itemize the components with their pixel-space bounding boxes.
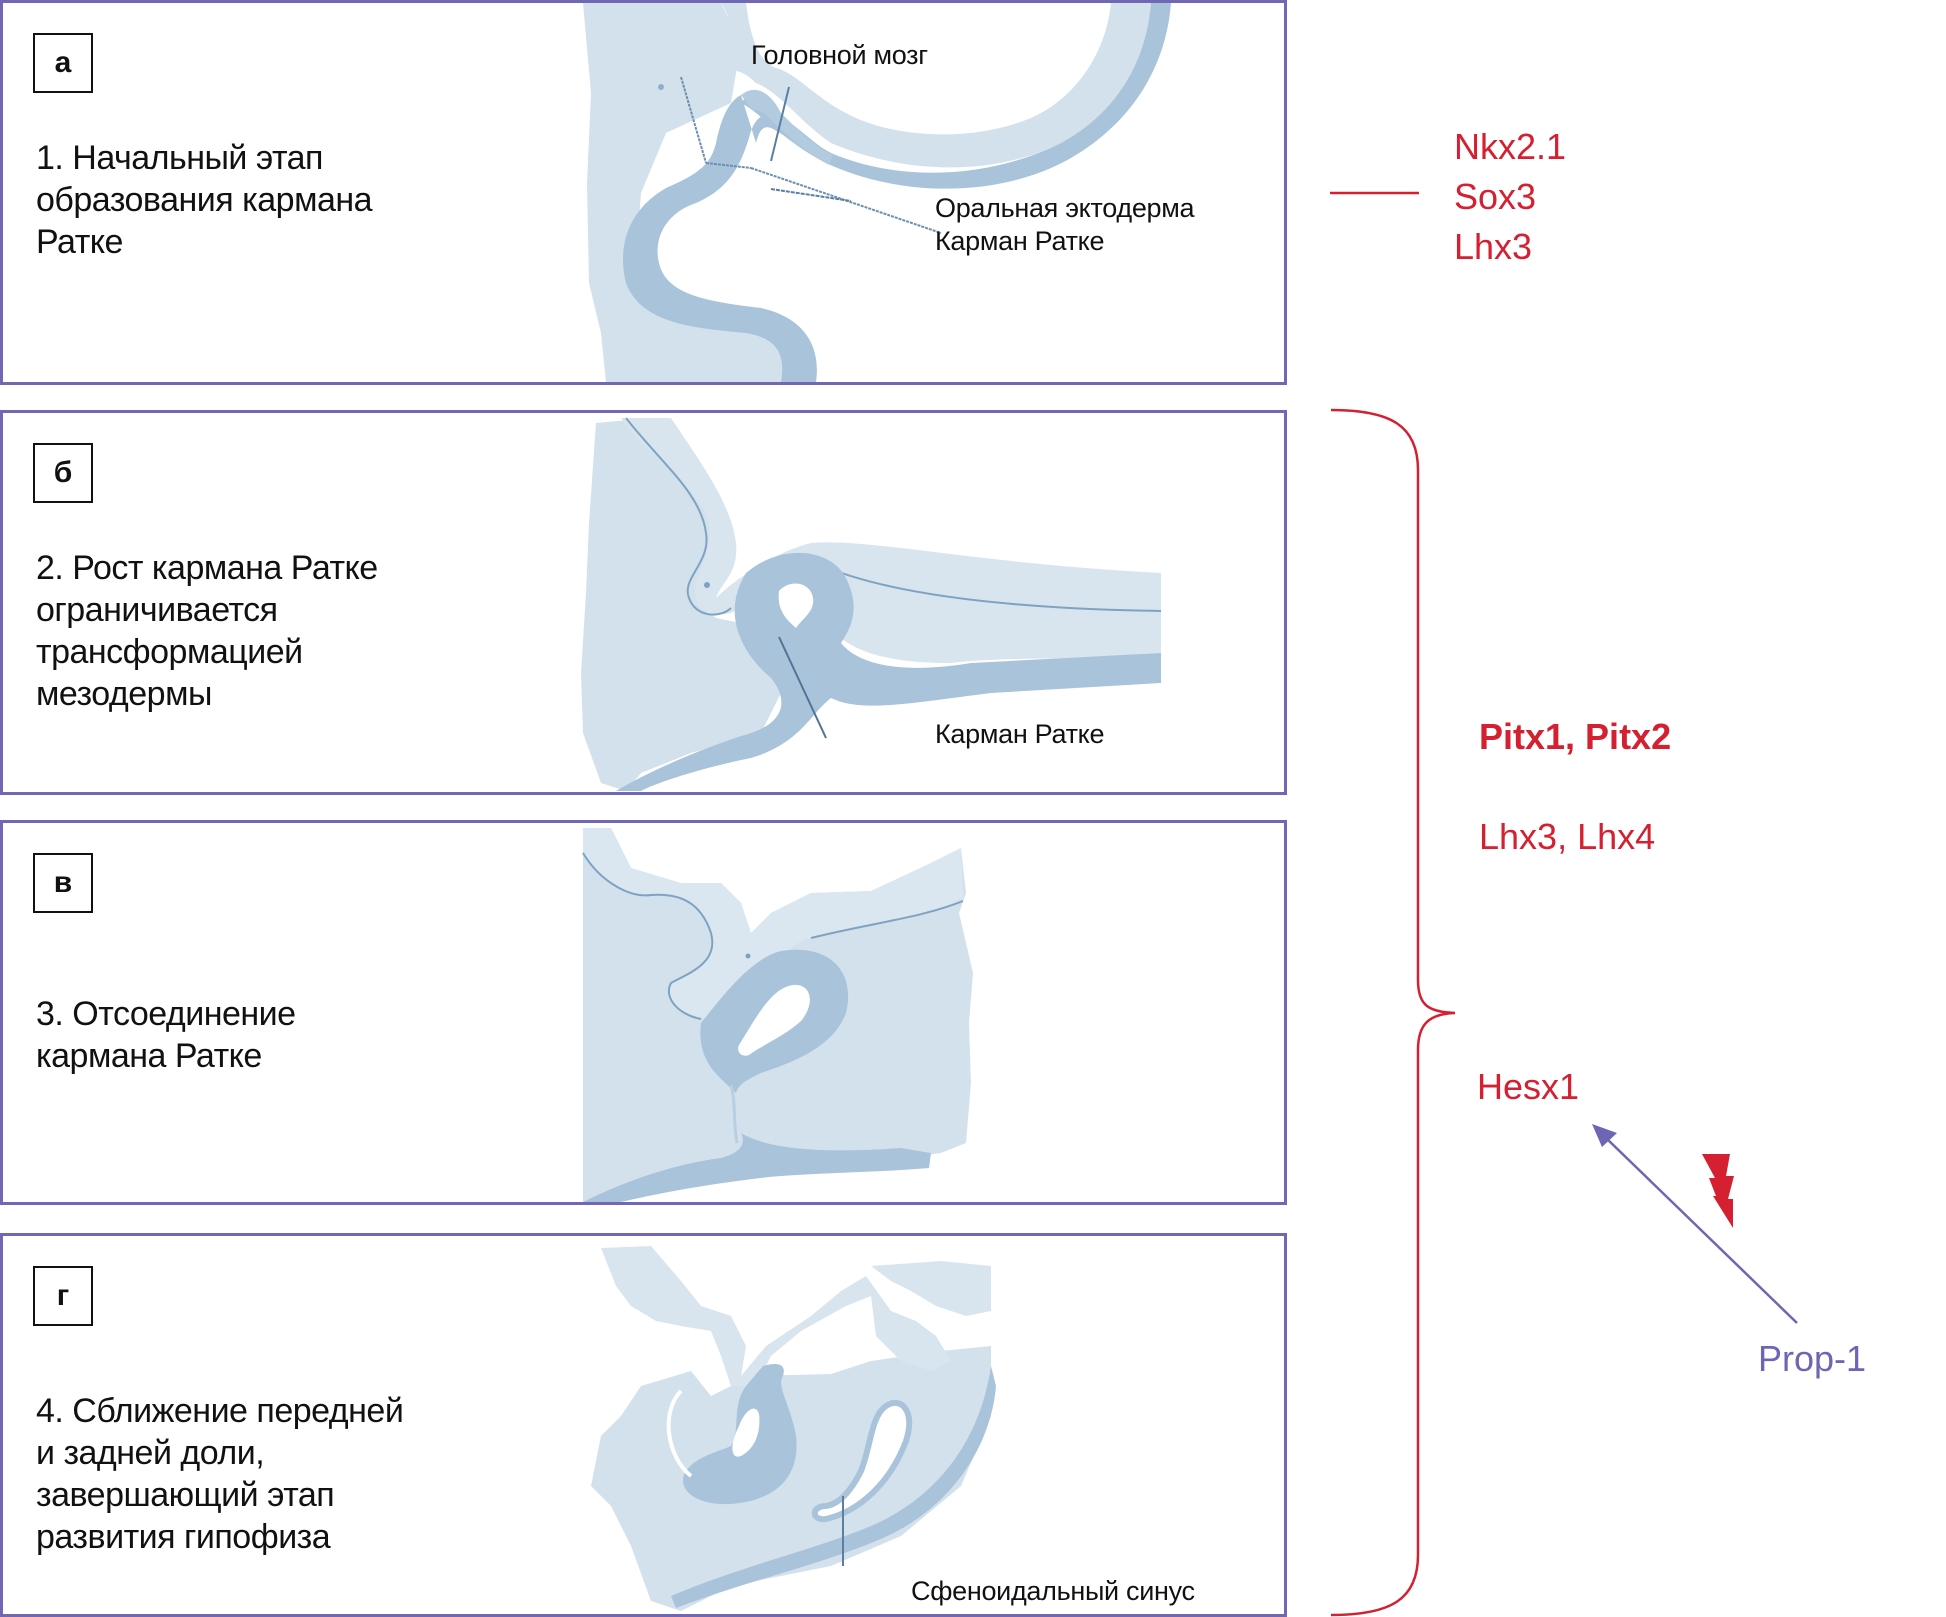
panel-description: 1. Начальный этап образования кармана Ра… [36, 137, 373, 263]
illustration-pouch-detachment [582, 828, 973, 1202]
curly-bracket [1330, 408, 1456, 1617]
description-line: образования кармана [36, 181, 373, 219]
description-line: Ратке [36, 223, 123, 261]
gene-nkx21: Nkx2.1 [1454, 126, 1567, 167]
description-line: мезодермы [36, 675, 212, 713]
panel-d: г 4. Сближение передней и задней доли, з… [0, 1233, 1287, 1617]
regulator-prop1: Prop-1 [1758, 1338, 1867, 1379]
panel-letter: в [33, 853, 93, 913]
panel-c: в 3. Отсоединение кармана Ратке [0, 820, 1287, 1205]
label-brain: Головной мозг [751, 40, 928, 70]
description-line: 3. Отсоединение [36, 995, 296, 1033]
gene-pitx: Pitx1, Pitx2 [1479, 716, 1672, 757]
arrow-head-icon [1592, 1124, 1617, 1147]
description-line: 4. Сближение передней [36, 1392, 404, 1430]
description-line: и задней доли, [36, 1434, 265, 1472]
description-line: завершающий этап [36, 1476, 335, 1514]
label-rathke-pouch: Карман Ратке [935, 226, 1105, 256]
regulation-arrow [1604, 1136, 1798, 1324]
illustration-pouch-growth [581, 417, 1162, 791]
label-rathke-pouch: Карман Ратке [935, 719, 1105, 749]
panel-description: 3. Отсоединение кармана Ратке [36, 993, 296, 1077]
label-oral-ectoderm: Оральная эктодерма [935, 193, 1195, 223]
description-line: 1. Начальный этап [36, 139, 323, 177]
gene-hesx1: Hesx1 [1477, 1066, 1580, 1107]
description-line: трансформацией [36, 633, 303, 671]
panel-b: б 2. Рост кармана Ратке ограничивается т… [0, 410, 1287, 795]
description-line: 2. Рост кармана Ратке [36, 549, 378, 587]
description-line: развития гипофиза [36, 1518, 331, 1556]
illustration-lobe-convergence [591, 1246, 996, 1611]
lightning-bolt-icon [1702, 1154, 1734, 1228]
panel-letter: а [33, 33, 93, 93]
label-sphenoid-sinus: Сфеноидальный синус [911, 1576, 1195, 1606]
panel-letter: г [33, 1266, 93, 1326]
illustration-initial-pouch [583, 3, 1171, 382]
gene-sox3: Sox3 [1454, 176, 1537, 217]
panel-description: 4. Сближение передней и задней доли, зав… [36, 1390, 404, 1558]
gene-lhx3: Lhx3 [1454, 226, 1533, 267]
panel-letter: б [33, 443, 93, 503]
panel-a: а 1. Начальный этап образования кармана … [0, 0, 1287, 385]
description-line: ограничивается [36, 591, 278, 629]
gene-lhx3-lhx4: Lhx3, Lhx4 [1479, 816, 1656, 857]
panel-description: 2. Рост кармана Ратке ограничивается тра… [36, 547, 378, 715]
description-line: кармана Ратке [36, 1037, 262, 1075]
